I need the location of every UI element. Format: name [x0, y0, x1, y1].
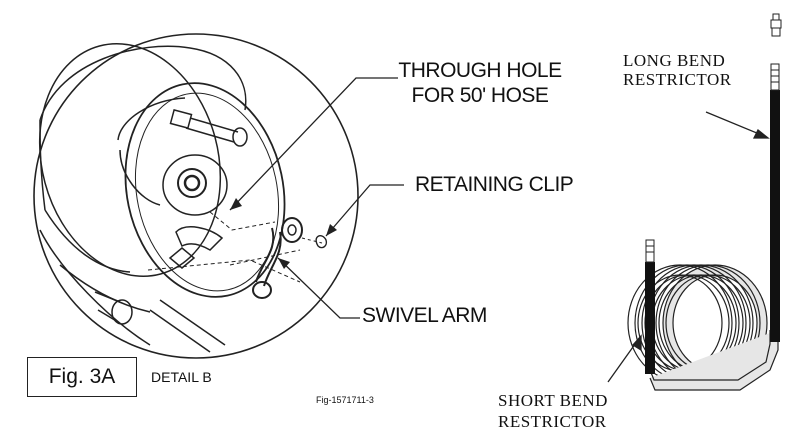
long-bend-line-2: RESTRICTOR — [623, 70, 732, 89]
through-hole-line-1: THROUGH HOLE — [398, 59, 562, 82]
top-fitting — [770, 13, 782, 37]
retaining-clip-leader — [325, 184, 404, 237]
retaining-clip-label: RETAINING CLIP — [415, 173, 574, 196]
through-hole-arrowhead — [230, 198, 242, 210]
short-bend-arrowhead — [632, 334, 642, 352]
swivel-arm-label: SWIVEL ARM — [362, 304, 487, 327]
long-bend-label: LONG BEND RESTRICTOR — [623, 52, 732, 88]
detail-b-circle — [33, 33, 359, 359]
through-hole-label: THROUGH HOLE FOR 50' HOSE — [398, 60, 562, 106]
long-bend-arrowhead — [752, 128, 770, 139]
hose-reel — [38, 43, 328, 353]
swivel-arm-arrowhead — [278, 258, 290, 269]
figure-label-box: Fig. 3A — [27, 357, 137, 397]
figure-id: Fig-1571711-3 — [316, 395, 374, 405]
short-bend-line-1: SHORT BEND — [498, 391, 608, 410]
short-bend-leader — [607, 339, 639, 383]
through-hole-leader — [229, 77, 398, 211]
through-hole-line-2: FOR 50' HOSE — [411, 84, 549, 107]
long-bend-leader — [705, 111, 765, 137]
hose-coil — [627, 264, 779, 391]
long-bend-restrictor — [770, 63, 780, 342]
short-bend-label: SHORT BEND RESTRICTOR — [498, 392, 608, 430]
leader-lines — [229, 77, 404, 319]
figure-label: Fig. 3A — [48, 365, 116, 388]
short-bend-restrictor — [645, 239, 655, 374]
short-bend-line-2: RESTRICTOR — [498, 412, 607, 431]
retaining-clip-arrowhead — [326, 224, 337, 236]
restrictor-leaders — [607, 111, 770, 383]
detail-label: DETAIL B — [151, 369, 212, 385]
long-bend-line-1: LONG BEND — [623, 51, 726, 70]
swivel-arm-leader — [277, 257, 360, 319]
